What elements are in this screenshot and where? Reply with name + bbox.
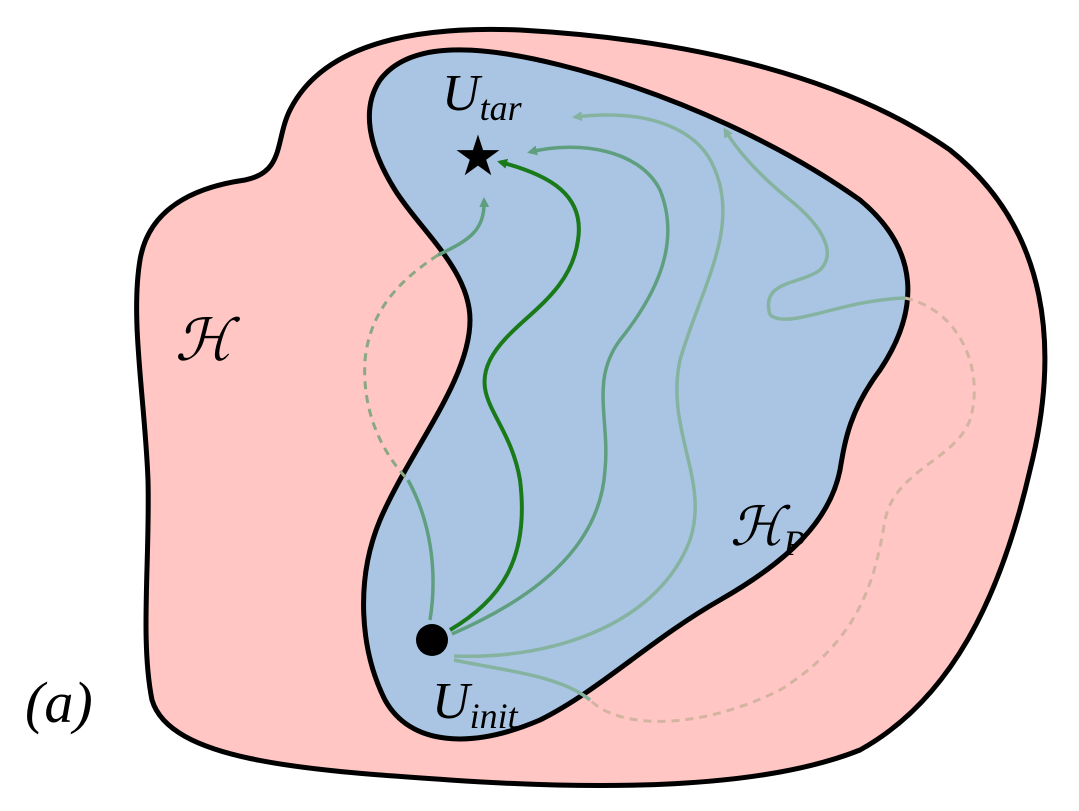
- faded-path-4[interactable]: [723, 127, 829, 316]
- dashed-path-left-outside: [363, 253, 439, 482]
- main-path[interactable]: [448, 158, 581, 632]
- faded-path-4-join: [768, 296, 906, 321]
- panel-label: (a): [25, 670, 93, 735]
- faded-path-3[interactable]: [453, 111, 725, 659]
- initial-label: Uinit: [432, 673, 519, 736]
- dashed-path-right-outside: [588, 296, 976, 723]
- initial-point-dot[interactable]: [416, 624, 448, 656]
- inner-region-label: ℋP: [730, 495, 805, 563]
- target-label: Utar: [442, 65, 523, 128]
- faded-path-left-lower: [406, 479, 435, 621]
- outer-region-label: ℋ: [175, 306, 241, 374]
- inner-region-hp: [361, 47, 911, 742]
- target-star-icon[interactable]: ★: [453, 124, 503, 189]
- faded-path-left-return: [437, 197, 490, 257]
- faded-path-4-lower: [453, 658, 592, 702]
- faded-path-2[interactable]: [451, 145, 670, 636]
